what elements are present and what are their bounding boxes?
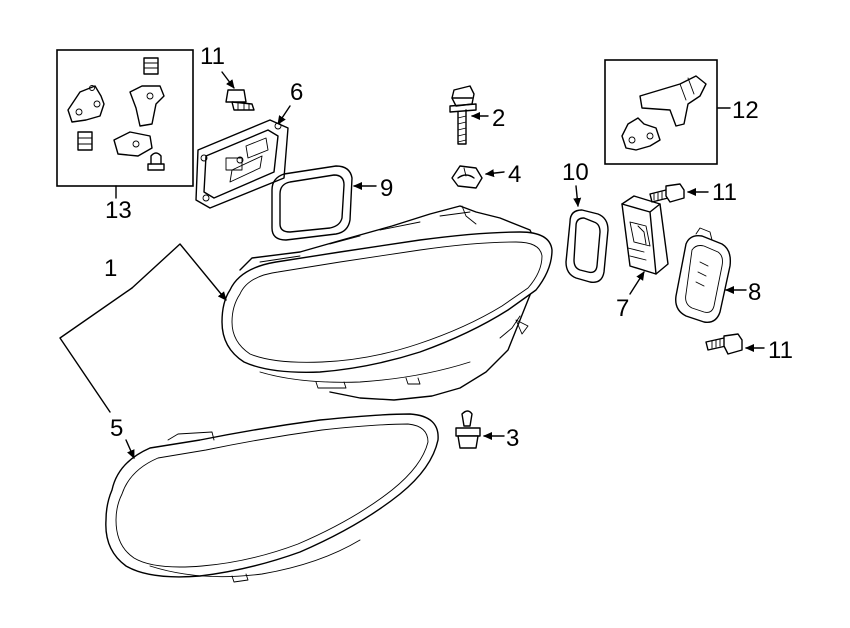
part-11-bolt-top — [225, 89, 255, 111]
callout-6: 6 — [290, 79, 303, 106]
callout-11-top: 11 — [200, 43, 225, 70]
callout-4: 4 — [508, 161, 521, 188]
callout-11-right-lower: 11 — [768, 337, 793, 364]
callout-12: 12 — [732, 97, 759, 124]
part-3-bolt — [455, 410, 481, 449]
leader-10 — [573, 185, 582, 207]
leader-6 — [277, 105, 291, 125]
part-2-long-bolt — [449, 85, 477, 145]
part-7-ballast — [621, 195, 669, 275]
leader-7 — [629, 271, 645, 295]
part-8-frame — [675, 227, 732, 323]
callout-7: 7 — [616, 295, 629, 322]
callout-9: 9 — [380, 175, 393, 202]
part-11-bolt-right-upper — [649, 183, 685, 203]
part-6-control-module — [195, 119, 289, 209]
part-9-gasket — [271, 165, 353, 241]
leader-4 — [485, 169, 505, 178]
part-12-bracket-box — [604, 59, 718, 165]
part-4-nut — [451, 165, 483, 189]
callout-1: 1 — [104, 255, 117, 282]
callout-2: 2 — [492, 105, 505, 132]
part-1-headlamp-assembly — [221, 205, 553, 401]
callout-8: 8 — [748, 279, 761, 306]
callout-10: 10 — [562, 159, 589, 186]
part-11-bolt-right-lower — [705, 333, 743, 355]
leader-5 — [125, 439, 135, 459]
callout-13: 13 — [105, 197, 132, 224]
part-5-lens — [105, 413, 439, 583]
part-10-seal — [565, 209, 609, 283]
leader-1-lower — [59, 287, 133, 413]
leader-11-top — [221, 71, 235, 89]
callout-5: 5 — [110, 415, 123, 442]
leader-1-upper — [131, 243, 227, 301]
part-13-bracket-kit-box — [56, 49, 194, 187]
callout-3: 3 — [506, 425, 519, 452]
callout-11-right-upper: 11 — [712, 179, 737, 206]
